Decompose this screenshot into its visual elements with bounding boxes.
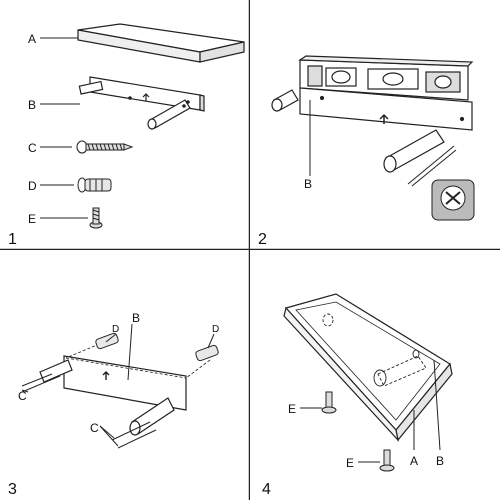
label-c-right: C — [90, 421, 99, 435]
wall-anchor-icon — [95, 332, 219, 362]
bracket-plate — [39, 355, 187, 436]
panel-4-shelf-attach: E E A B 4 — [250, 250, 500, 500]
panel-2-drawing: B 2 — [250, 55, 500, 250]
step-number-2: 2 — [258, 231, 267, 248]
label-d: D — [28, 179, 37, 193]
pencil-mark-detail-icon — [431, 179, 475, 221]
bracket-plate — [271, 87, 473, 187]
panel-4-drawing: E E A B 4 — [262, 293, 453, 498]
panel-3-drawing: B C C D D 3 — [8, 250, 250, 500]
label-b: B — [132, 311, 140, 325]
label-e-lower: E — [346, 456, 354, 470]
long-screw-icon — [21, 373, 157, 449]
leader-lines — [300, 359, 441, 463]
leader-lines — [40, 37, 88, 219]
label-a: A — [28, 32, 36, 46]
bracket-part — [78, 76, 205, 130]
panel-1-drawing: A B C D E 1 — [0, 0, 250, 250]
label-b: B — [304, 177, 312, 191]
step-number-4: 4 — [262, 481, 271, 498]
panel-1-parts: A B C D E 1 — [0, 0, 250, 250]
short-screw-icon — [321, 391, 395, 472]
panel-3-mounting: B C C D D 3 — [0, 250, 250, 500]
panel-2-leveling: B 2 — [250, 0, 500, 250]
label-a: A — [410, 454, 418, 468]
hidden-rods — [322, 313, 427, 387]
long-screw-part — [76, 140, 134, 154]
spirit-level-icon — [298, 55, 474, 101]
shelf-board-part — [77, 23, 245, 63]
label-d-right: D — [212, 324, 219, 335]
label-e: E — [28, 212, 36, 226]
label-c-left: C — [18, 389, 27, 403]
shelf-board — [283, 293, 453, 442]
leader-lines — [21, 323, 215, 447]
step-number-3: 3 — [8, 481, 17, 498]
label-b: B — [28, 98, 36, 112]
short-screw-part — [89, 207, 103, 229]
wall-anchor-part — [77, 177, 112, 193]
label-d-left: D — [112, 324, 119, 335]
label-b: B — [436, 454, 444, 468]
label-e-upper: E — [288, 402, 296, 416]
step-number-1: 1 — [8, 231, 17, 248]
label-c: C — [28, 141, 37, 155]
